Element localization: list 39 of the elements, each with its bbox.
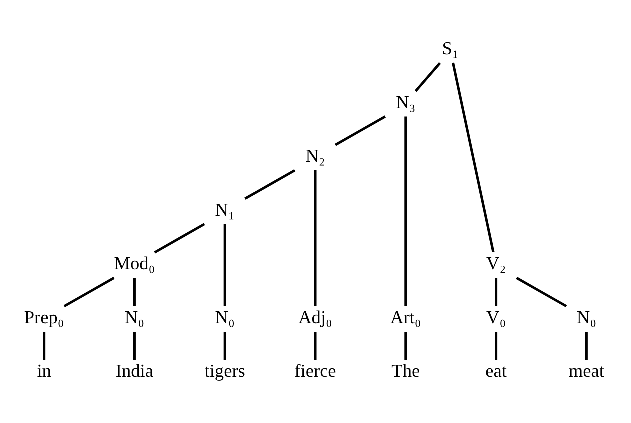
node-text: The — [392, 361, 420, 382]
node-text: eat — [486, 361, 507, 382]
node-text: Adj₀ — [298, 307, 332, 328]
connector — [495, 332, 498, 360]
connector — [154, 223, 206, 254]
connector — [133, 278, 136, 306]
connector — [404, 332, 408, 360]
node-text: N₀ — [124, 307, 145, 328]
connector — [224, 224, 226, 306]
connector — [43, 332, 46, 360]
node-text: meat — [568, 361, 604, 382]
connector — [133, 332, 136, 360]
node-text: N₀ — [576, 307, 596, 328]
connector — [244, 169, 296, 200]
node-text: Prep₀ — [24, 307, 64, 328]
node-text: S₁ — [442, 38, 459, 59]
connector — [585, 332, 588, 360]
connector — [224, 332, 226, 360]
connector — [495, 278, 498, 306]
connector — [404, 116, 408, 306]
node-text: V₀ — [486, 307, 506, 328]
connector — [414, 62, 442, 92]
node-text: N₁ — [215, 200, 235, 220]
connector — [516, 277, 568, 308]
node-text: Mod₀ — [114, 254, 156, 274]
node-text: in — [37, 361, 52, 382]
connector — [314, 332, 317, 360]
node-text: tigers — [204, 361, 246, 382]
node-text: N₀ — [215, 307, 235, 328]
node-text: V₂ — [486, 254, 506, 274]
connector — [335, 116, 386, 146]
connector — [314, 170, 317, 306]
node-text: N₂ — [306, 146, 326, 166]
connector — [64, 277, 115, 308]
node-text: N₃ — [396, 92, 416, 112]
connector — [452, 62, 495, 253]
node-text: India — [116, 361, 154, 382]
node-text: fierce — [294, 361, 336, 382]
node-text: Art₀ — [390, 307, 422, 328]
